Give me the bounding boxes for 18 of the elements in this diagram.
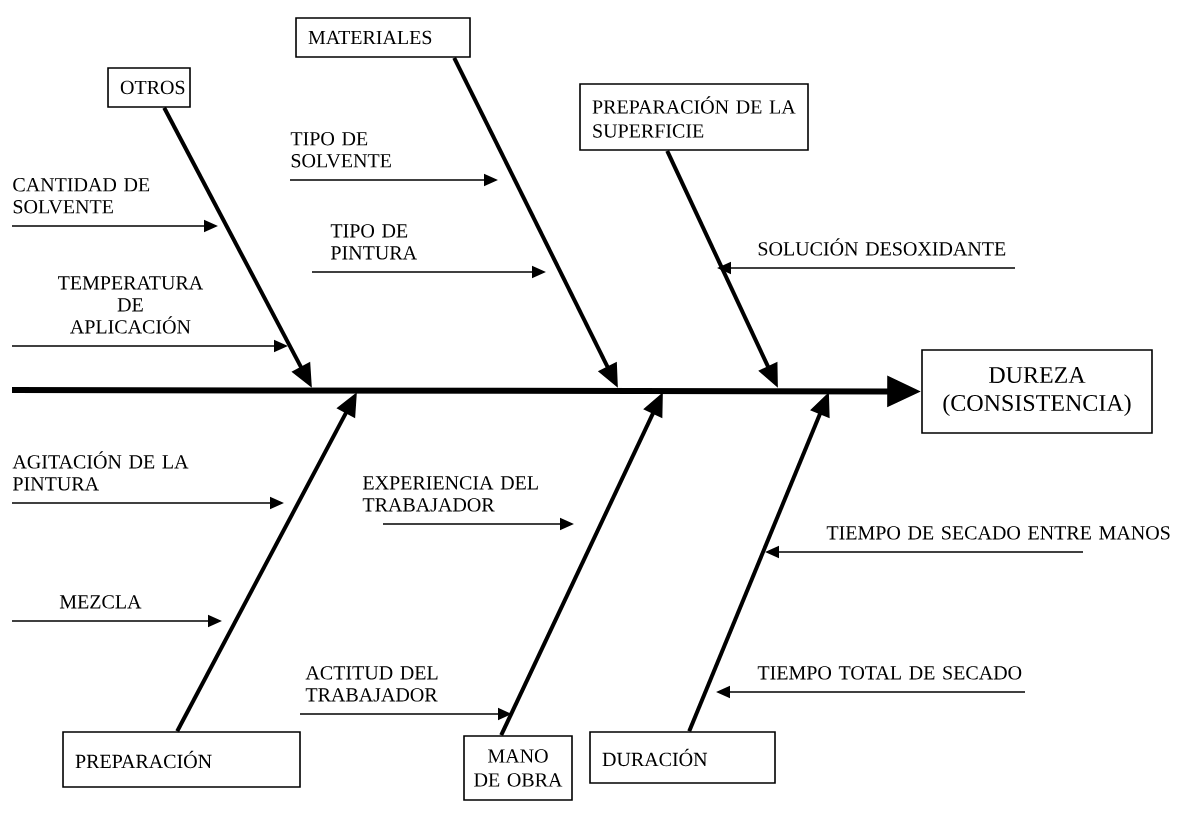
cause-label: CANTIDAD DE SOLVENTE bbox=[13, 178, 150, 214]
cause-label: TIEMPO TOTAL DE SECADO bbox=[757, 666, 1022, 680]
category-box: MANO DE OBRA bbox=[463, 735, 573, 801]
cause-label: TIPO DE PINTURA bbox=[330, 224, 417, 260]
cause-label: AGITACIÓN DE LA PINTURA bbox=[12, 451, 189, 491]
cause-label: TIPO DE SOLVENTE bbox=[290, 132, 391, 168]
category-box: PREPARACIÓN DE LA SUPERFICIE bbox=[579, 83, 809, 151]
cause-label: EXPERIENCIA DEL TRABAJADOR bbox=[362, 476, 538, 512]
category-box: PREPARACIÓN bbox=[62, 731, 301, 788]
cause-label: MEZCLA bbox=[59, 595, 142, 609]
effect-box: DUREZA (CONSISTENCIA) bbox=[921, 349, 1153, 434]
cause-label: SOLUCIÓN DESOXIDANTE bbox=[758, 238, 1006, 256]
cause-label: TEMPERATURA DE APLICACIÓN bbox=[58, 276, 204, 334]
category-box: MATERIALES bbox=[295, 17, 471, 58]
category-box: DURACIÓN bbox=[589, 731, 776, 784]
cause-label: ACTITUD DEL TRABAJADOR bbox=[305, 666, 438, 702]
cause-label: TIEMPO DE SECADO ENTRE MANOS bbox=[826, 526, 1170, 540]
category-box: OTROS bbox=[107, 67, 191, 108]
